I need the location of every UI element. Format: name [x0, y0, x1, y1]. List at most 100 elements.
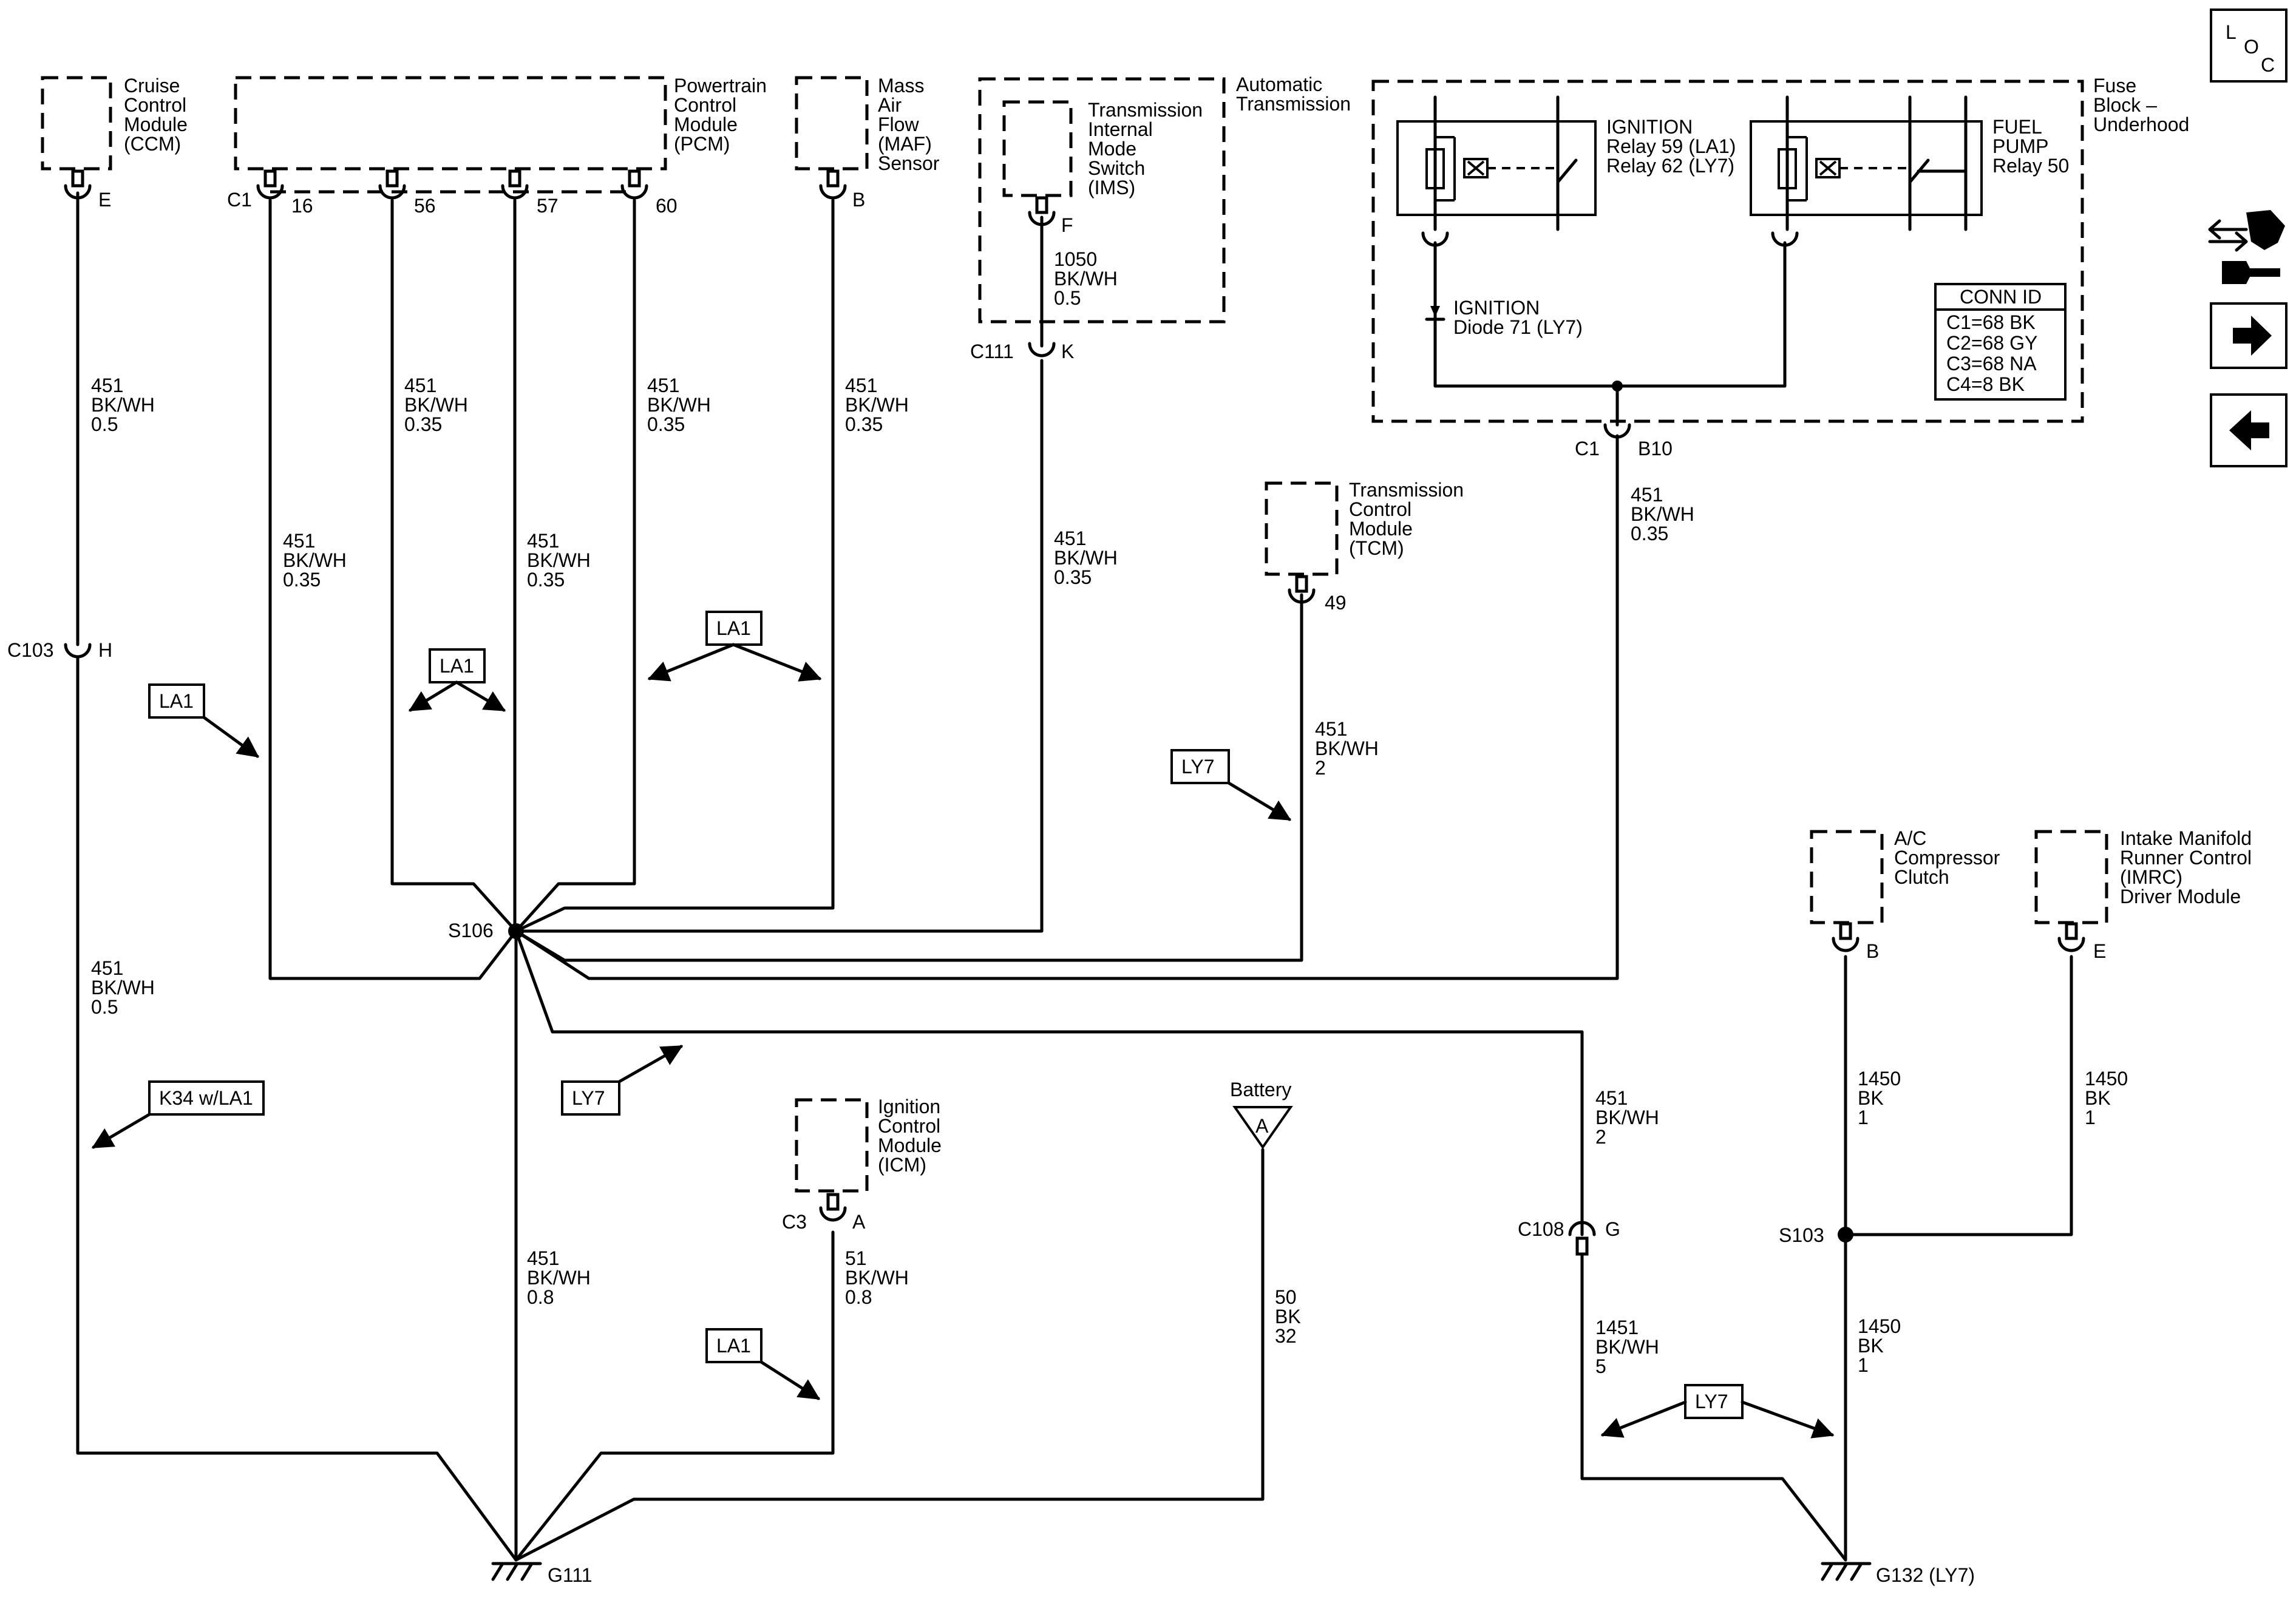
svg-text:B10: B10	[1638, 438, 1673, 459]
svg-text:C1: C1	[227, 189, 252, 211]
svg-text:K: K	[1061, 341, 1074, 362]
svg-text:F: F	[1061, 214, 1073, 236]
connector-pcm-60	[620, 169, 648, 200]
connector-icm-a	[819, 1193, 847, 1222]
svg-text:C111: C111	[970, 341, 1014, 362]
svg-text:57: 57	[537, 195, 559, 217]
ground-g132-label: G132 (LY7)	[1876, 1564, 1975, 1586]
option-labels: LA1 LA1 LA1 LY7 LY7 K34 w/LA1 LA1 LY7	[91, 611, 1835, 1439]
svg-text:16: 16	[291, 195, 313, 217]
pin-labels: E C1 16 56 57 60 B F C111 K C1 B10 49 C1…	[7, 189, 2106, 1586]
imrc-box	[2034, 830, 2108, 924]
connector-maf-b	[819, 169, 847, 200]
conn-id-table	[1934, 283, 2067, 401]
wire-imrc	[1844, 955, 2073, 1236]
svg-text:C108: C108	[1518, 1218, 1564, 1240]
conn-id-title: CONN ID	[1960, 286, 2042, 308]
tcm-box	[1265, 481, 1339, 576]
svg-text:E: E	[2093, 940, 2106, 962]
pcm-box	[234, 76, 667, 171]
next-page-button[interactable]	[2210, 302, 2288, 369]
connector-tabs	[64, 169, 2085, 1256]
ign-relay-switch	[1556, 158, 1578, 184]
connector-c103-h	[64, 629, 92, 659]
connector-pcm-56	[378, 169, 406, 200]
loc-letter: O	[2244, 36, 2259, 58]
loc-button[interactable]: L O C	[2210, 8, 2288, 83]
wire-pcm-56	[390, 198, 518, 933]
conn-id-row: C3=68 NA	[1946, 353, 2037, 375]
connector-ims-f	[1028, 196, 1056, 226]
connector-c111-k	[1028, 331, 1056, 358]
wires	[76, 191, 2073, 1562]
conn-id-row: C1=68 BK	[1946, 311, 2036, 333]
wire-fuse-block	[514, 434, 1619, 980]
fuse-block-box	[1371, 80, 2084, 423]
option-label: LY7	[572, 1087, 605, 1109]
loc-letter: L	[2226, 21, 2237, 43]
prev-page-button[interactable]	[2210, 393, 2288, 467]
battery-label: Battery	[1230, 1079, 1291, 1100]
wire-pcm-60	[514, 198, 636, 933]
auto-trans-box	[978, 77, 1226, 324]
svg-text:G: G	[1605, 1218, 1620, 1240]
arrow-right-icon	[2233, 316, 2272, 356]
connector-ac-b	[1832, 922, 1860, 952]
svg-text:B: B	[852, 189, 865, 211]
wire-ccm-lower	[76, 655, 518, 1562]
conn-id-row: C2=68 GY	[1946, 332, 2037, 354]
ac-box	[1810, 830, 1884, 924]
option-label: LA1	[716, 1335, 751, 1357]
wire-ign-relay-out	[1433, 241, 1787, 388]
option-label: LA1	[159, 690, 194, 712]
option-label-box	[148, 1080, 265, 1116]
option-label: LA1	[440, 655, 474, 677]
connector-fb-b10	[1603, 407, 1631, 439]
connector-ign-relay	[1421, 231, 1449, 247]
splice-fuse-block	[1612, 381, 1623, 392]
connector-ccm-e	[64, 169, 92, 200]
option-label: LY7	[1695, 1391, 1728, 1412]
option-label-box	[705, 611, 763, 646]
component-locator-icon[interactable]	[2208, 210, 2285, 284]
connector-imrc-e	[2057, 922, 2085, 952]
option-label-box	[1170, 749, 1230, 784]
arrow-left-icon	[2229, 410, 2269, 450]
option-label: LY7	[1181, 756, 1215, 778]
ground-g111-label: G111	[548, 1564, 593, 1586]
option-label-box	[561, 1080, 620, 1116]
ground-g132-icon	[1821, 1562, 1872, 1581]
fuse-block-internals: CONN ID C1=68 BK C2=68 GY C3=68 NA C4=8 …	[1396, 95, 2067, 401]
conn-id-row: C4=8 BK	[1946, 373, 2025, 395]
svg-text:C3: C3	[782, 1211, 807, 1233]
splice-s103-label: S103	[1779, 1224, 1824, 1246]
ground-g111-icon	[491, 1562, 542, 1581]
wire-s106-c108	[514, 929, 1584, 1224]
